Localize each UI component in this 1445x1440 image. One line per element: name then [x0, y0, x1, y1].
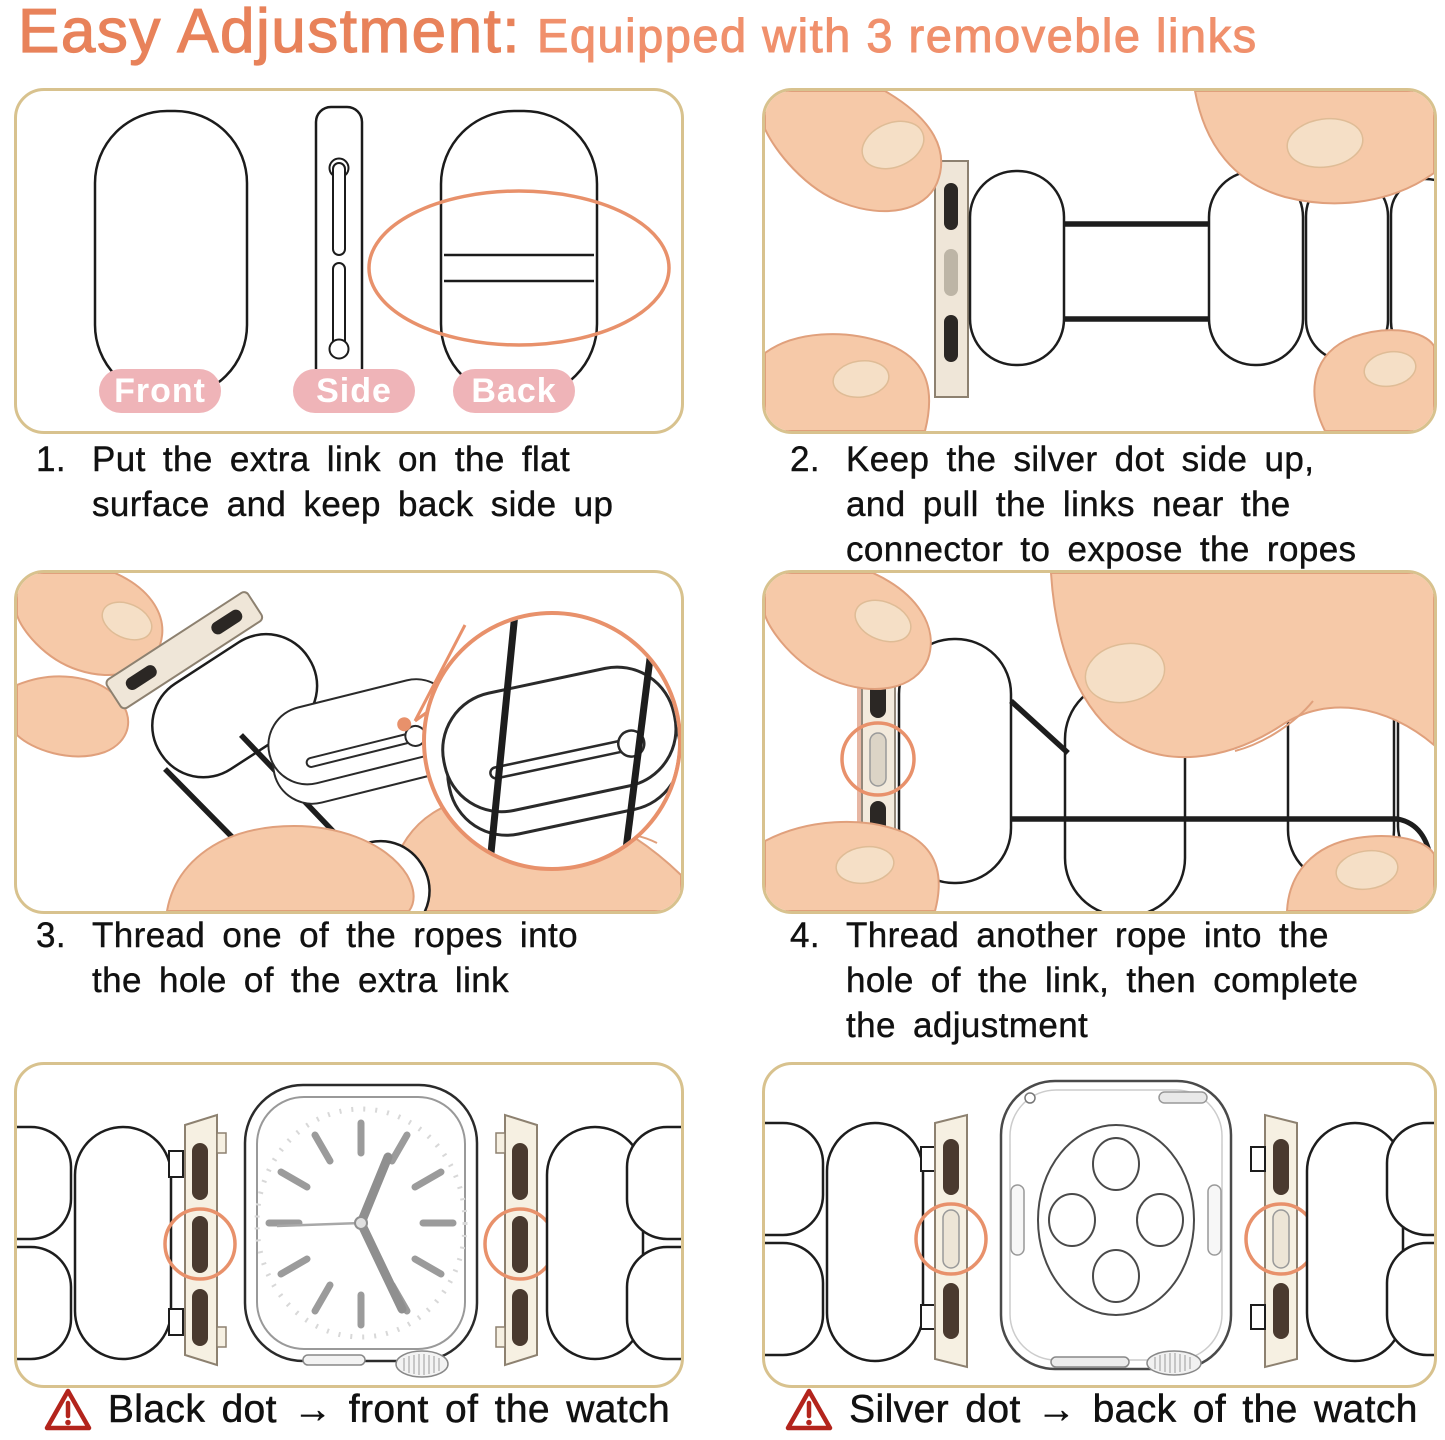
- crown: [395, 1350, 449, 1378]
- page-title: Easy Adjustment: Equipped with 3 removeb…: [17, 0, 1438, 67]
- connector-and-top-link: [105, 591, 319, 779]
- panel-thread-rope: [14, 570, 684, 914]
- silver-dot-highlight-circle: [914, 1202, 988, 1276]
- ropes: [1057, 221, 1213, 322]
- step-1-text: Put the extra link on the flat surface a…: [92, 440, 614, 524]
- back-label-badge: Back: [453, 369, 575, 413]
- right-connector: [483, 1113, 557, 1367]
- watch-front-illustration: [17, 1083, 681, 1378]
- upper-left-fingers: [17, 573, 164, 758]
- right-band-links: [1250, 1121, 1434, 1363]
- back-view-drawing: [367, 109, 671, 399]
- panel-thread-another-rope: [762, 570, 1437, 914]
- right-band-links: [545, 1125, 681, 1361]
- footnote-black-dot-text: Black dot → front of the watch: [107, 1388, 671, 1432]
- panel-watch-back: [762, 1062, 1437, 1388]
- side-label-badge: Side: [293, 369, 415, 413]
- right-connector: [1244, 1113, 1318, 1369]
- crown: [1146, 1350, 1202, 1376]
- step-1-caption: 1. Put the extra link on the flat surfac…: [36, 438, 627, 528]
- step-3-number: 3.: [36, 916, 66, 955]
- pressing-finger: [1049, 573, 1434, 759]
- side-button: [302, 1354, 366, 1366]
- pull-links-illustration: [765, 91, 1434, 431]
- footnote-silver-dot-text: Silver dot → back of the watch: [849, 1388, 1418, 1432]
- step-4-number: 4.: [790, 916, 820, 955]
- silver-dot-highlight-circle: [840, 721, 916, 797]
- left-release-slot: [1010, 1184, 1025, 1256]
- watch-face: [243, 1083, 479, 1378]
- footnote-silver-dot: Silver dot → back of the watch: [762, 1388, 1441, 1432]
- vent-slot: [1158, 1091, 1208, 1104]
- step-4-text: Thread another rope into the hole of the…: [846, 916, 1359, 1045]
- warning-triangle-icon: [785, 1388, 833, 1431]
- band-links: [968, 169, 1434, 367]
- right-hand: [1193, 91, 1434, 431]
- footnote-black-dot: Black dot → front of the watch: [14, 1388, 700, 1432]
- magnifier-detail: [422, 611, 681, 871]
- front-view-drawing: [93, 109, 249, 399]
- panel-pull-links: [762, 88, 1437, 434]
- sensor-circles: [1048, 1137, 1184, 1303]
- side-view-drawing: [314, 105, 364, 409]
- left-hand: [765, 91, 943, 431]
- speaker: [1050, 1356, 1130, 1368]
- black-dot-highlight-circle: [163, 1207, 237, 1281]
- step-2-text: Keep the silver dot side up, and pull th…: [846, 440, 1357, 569]
- step-3-caption: 3. Thread one of the ropes into the hole…: [36, 914, 627, 1004]
- left-hand: [765, 573, 940, 911]
- left-band-links: [17, 1125, 184, 1361]
- left-connector: [163, 1113, 237, 1367]
- panel-watch-front: [14, 1062, 684, 1388]
- step-2-caption: 2. Keep the silver dot side up, and pull…: [790, 438, 1381, 572]
- page-title-sub: Equipped with 3 removeble links: [537, 9, 1258, 63]
- hole-marker-dot: [397, 717, 412, 732]
- screw: [1024, 1092, 1036, 1104]
- warning-triangle-icon: [44, 1388, 92, 1431]
- link-views-illustration: [93, 105, 671, 409]
- right-release-slot: [1207, 1184, 1222, 1256]
- bottom-thumb: [165, 825, 415, 911]
- page-title-main: Easy Adjustment:: [17, 0, 522, 67]
- step-1-number: 1.: [36, 440, 66, 479]
- panel-link-views: Front Side Back: [14, 88, 684, 434]
- seam-highlight-ellipse: [367, 189, 671, 347]
- watch-connector: [934, 160, 969, 398]
- thread-rope-illustration: [17, 573, 681, 911]
- watch-back-body: [999, 1079, 1233, 1376]
- step-2-number: 2.: [790, 440, 820, 479]
- watch-back-illustration: [765, 1079, 1434, 1376]
- left-connector: [914, 1113, 988, 1369]
- step-4-caption: 4. Thread another rope into the hole of …: [790, 914, 1381, 1048]
- left-band-links: [765, 1121, 936, 1363]
- watch-hands: [276, 1152, 407, 1314]
- step-3-text: Thread one of the ropes into the hole of…: [92, 916, 578, 1000]
- lower-right-thumb: [1285, 835, 1434, 911]
- thread-another-rope-illustration: [765, 573, 1434, 911]
- front-label-badge: Front: [99, 369, 221, 413]
